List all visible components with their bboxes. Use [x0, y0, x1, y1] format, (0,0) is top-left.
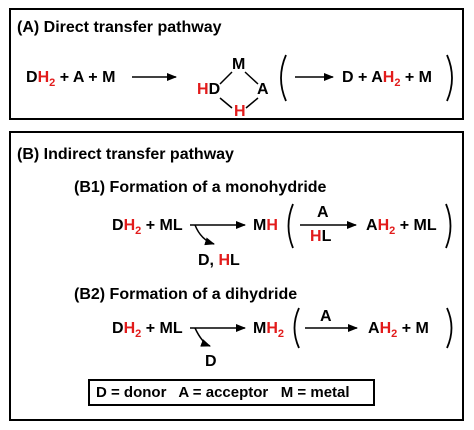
b1-open-paren	[287, 203, 294, 249]
panel-b-box	[9, 131, 464, 421]
b1-byproduct-arrow	[194, 224, 215, 246]
b2-reactants: DH2 + ML	[112, 320, 183, 340]
b1-products: AH2 + ML	[366, 217, 437, 237]
panel-b-title: (B) Indirect transfer pathway	[17, 146, 234, 163]
panel-a-box	[9, 8, 464, 120]
b1-arrow-reagent-top: A	[317, 204, 329, 221]
panel-a-reactants: DH2 + A + M	[26, 69, 116, 89]
b2-open-paren	[293, 307, 300, 349]
panel-a-close-paren	[446, 54, 453, 102]
b2-arrow-reagent-top: A	[320, 308, 332, 325]
b1-title: (B1) Formation of a monohydride	[74, 179, 327, 196]
b2-byproduct: D	[205, 353, 217, 370]
panel-a-title: (A) Direct transfer pathway	[17, 19, 222, 36]
b2-close-paren	[446, 307, 453, 349]
cycle-bond-m-d	[219, 71, 233, 85]
cycle-bond-a-h	[245, 97, 259, 109]
cycle-bond-m-a	[244, 71, 259, 85]
b1-close-paren	[445, 203, 452, 249]
b1-arrow-reagent-bottom: HL	[310, 228, 332, 245]
panel-a-products: D + AH2 + M	[342, 69, 432, 89]
panel-a-open-paren	[280, 54, 287, 102]
b2-title: (B2) Formation of a dihydride	[74, 286, 298, 303]
b1-monohydride: MH	[253, 217, 278, 234]
cycle-acceptor-label: A	[257, 81, 269, 98]
legend-text: D = donor A = acceptor M = metal	[96, 384, 350, 401]
cycle-hydrogen-label: H	[234, 103, 246, 120]
legend-box	[88, 379, 375, 406]
cycle-metal-label: M	[232, 56, 246, 73]
cycle-donor-label: HD	[197, 81, 221, 98]
b2-dihydride: MH2	[253, 320, 285, 340]
b2-products: AH2 + M	[368, 320, 429, 340]
b1-reactants: DH2 + ML	[112, 217, 183, 237]
b1-byproduct: D, HL	[198, 252, 240, 269]
cycle-bond-d-h	[219, 97, 233, 109]
b2-byproduct-arrow	[194, 327, 211, 347]
